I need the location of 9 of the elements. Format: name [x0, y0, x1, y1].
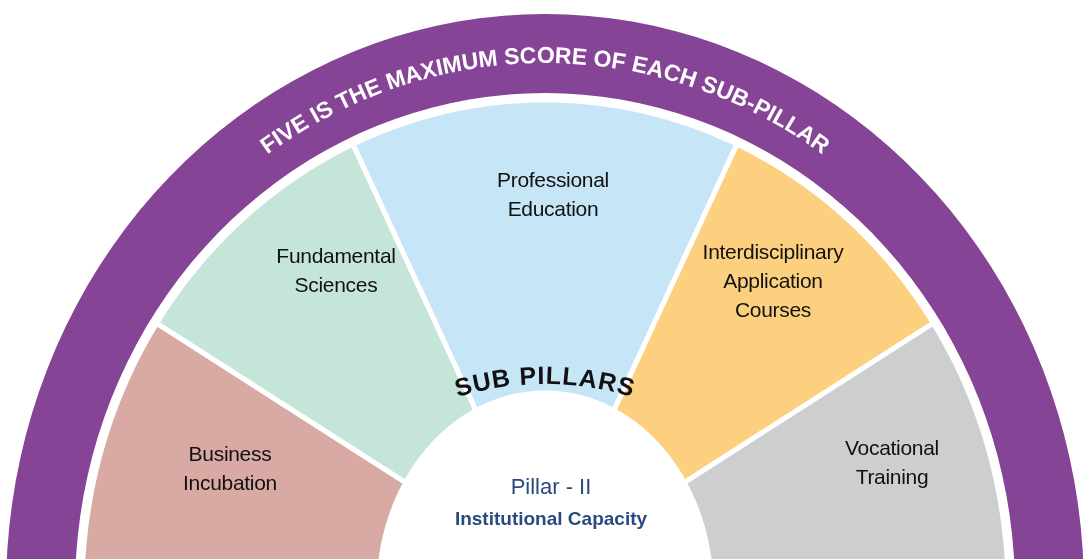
sector-label: Professional Education — [496, 167, 610, 222]
pillar-title: Pillar - II — [509, 472, 593, 501]
arc-label: SUB PILLARS — [451, 360, 639, 402]
sector-label: Interdisciplinary Application Courses — [701, 238, 845, 323]
sector-segment — [684, 323, 1008, 559]
pillar-subtitle: Institutional Capacity — [453, 506, 649, 531]
sector-label: Vocational Training — [844, 435, 940, 490]
sector-label: Business Incubation — [182, 441, 278, 496]
sector-label: Fundamental Sciences — [275, 243, 397, 298]
